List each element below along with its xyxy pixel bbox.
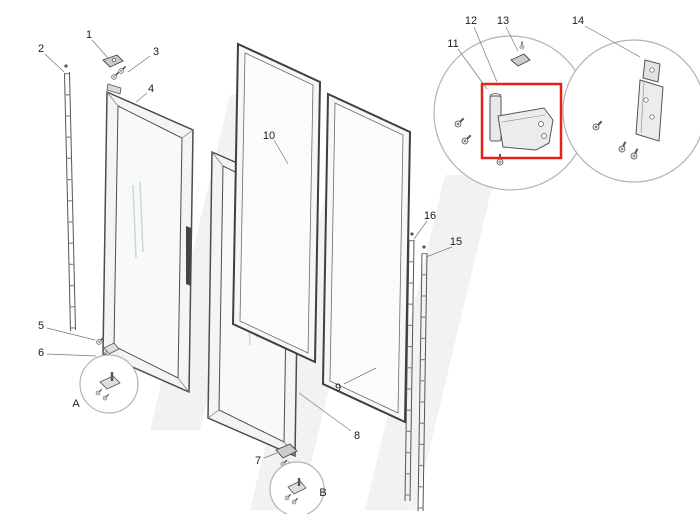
strip-top-bolt <box>64 64 68 68</box>
leader-15 <box>425 246 453 258</box>
glass-panel-2 <box>321 92 412 424</box>
leader-lines <box>44 25 641 459</box>
leader-11 <box>457 48 488 90</box>
leader-9 <box>343 367 377 385</box>
bracket-plate <box>635 79 664 142</box>
strip-top-bolt <box>422 245 426 249</box>
detail-label-a: A <box>72 398 80 410</box>
top-hinge-mount <box>106 83 122 95</box>
callout-4: 4 <box>148 83 154 95</box>
part-13-bracket <box>510 40 531 67</box>
leader-16 <box>413 220 428 240</box>
callout-13: 13 <box>497 15 509 27</box>
door-handle <box>186 226 191 286</box>
glass-reflection <box>132 184 137 259</box>
leader-13 <box>505 26 519 52</box>
callout-9: 9 <box>335 382 341 394</box>
callout-15: 15 <box>450 236 462 248</box>
leader-2 <box>44 53 65 73</box>
screw-icon <box>116 63 129 76</box>
leader-3 <box>127 55 151 73</box>
right-seal-strip-15 <box>417 245 428 512</box>
top-hinge-part-1 <box>102 54 129 82</box>
callout-numbers: 1 2 3 4 5 6 7 8 9 10 11 12 13 14 15 16 <box>38 15 584 467</box>
callout-8: 8 <box>354 430 360 442</box>
callout-2: 2 <box>38 43 44 55</box>
leader-4 <box>135 92 148 103</box>
callout-6: 6 <box>38 347 44 359</box>
watermark <box>150 95 495 510</box>
detail-label-b: B <box>319 487 326 499</box>
leader-6 <box>46 353 97 357</box>
detail-circle-hinge-right <box>562 39 700 183</box>
callout-10: 10 <box>263 130 275 142</box>
detail-circle-b: B <box>269 461 327 514</box>
strip-top-bolt <box>410 232 414 236</box>
glass-panel-1 <box>231 42 322 364</box>
callout-1: 1 <box>86 29 92 41</box>
leader-7 <box>263 452 278 459</box>
callout-12: 12 <box>465 15 477 27</box>
leader-5 <box>46 327 96 341</box>
leader-1 <box>91 39 109 59</box>
leader-10 <box>273 139 289 165</box>
callout-14: 14 <box>572 15 584 27</box>
leader-8 <box>298 392 352 432</box>
callout-3: 3 <box>153 46 159 58</box>
leader-14 <box>584 25 641 58</box>
left-seal-strip <box>64 64 76 332</box>
callout-7: 7 <box>255 455 261 467</box>
glass-reflection <box>139 181 144 253</box>
highlight-box <box>480 82 563 160</box>
leader-12 <box>473 26 498 83</box>
detail-circle-hinge-left <box>433 35 589 191</box>
hinge-bracket-plate <box>497 107 554 151</box>
callout-16: 16 <box>424 210 436 222</box>
detail-circle-a: A <box>72 354 139 414</box>
left-door <box>102 83 194 394</box>
callout-11: 11 <box>447 38 458 50</box>
callout-5: 5 <box>38 320 44 332</box>
